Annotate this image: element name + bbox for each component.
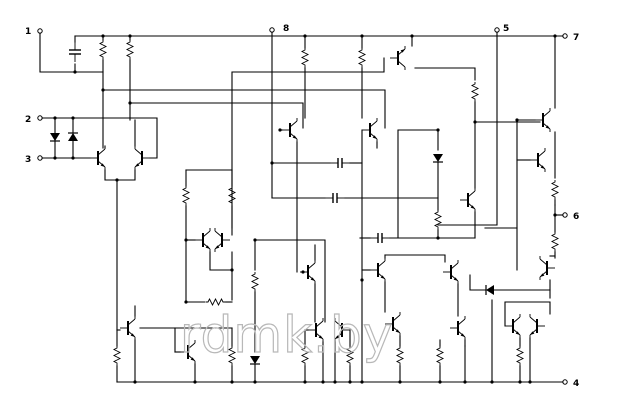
output-column <box>469 34 564 299</box>
input-diode-clamp <box>41 116 158 160</box>
pin-8-label: 8 <box>283 24 289 34</box>
pin-4: 4 <box>562 379 579 389</box>
bottom-output-stage <box>301 299 551 383</box>
pin-8: 8 <box>269 24 289 34</box>
pin-6: 6 <box>562 212 579 222</box>
pin-2: 2 <box>25 115 43 125</box>
pin-5-label: 5 <box>503 24 509 34</box>
input-pin1-network <box>39 32 104 74</box>
bias-lines <box>101 88 386 129</box>
input-bias-resistors <box>99 34 134 149</box>
lower-middle-stage <box>253 238 459 323</box>
lower-left-stage <box>113 169 261 383</box>
pin-7: 7 <box>562 33 579 43</box>
pin-7-label: 7 <box>573 33 579 43</box>
output-driver-top <box>231 31 541 236</box>
pin-2-label: 2 <box>25 115 31 125</box>
intermediate-stage <box>278 34 378 383</box>
pin-1: 1 <box>25 27 43 37</box>
pin-1-label: 1 <box>25 27 31 37</box>
pin-3-label: 3 <box>25 155 31 165</box>
pin-8-line <box>270 31 439 204</box>
pin-3: 3 <box>25 155 43 165</box>
input-differential-pair <box>89 119 151 331</box>
pin-6-label: 6 <box>573 212 579 222</box>
right-bias-string <box>359 128 476 244</box>
ground-junctions <box>133 380 532 384</box>
watermark: rdmk.by <box>180 306 393 364</box>
pin-4-label: 4 <box>573 379 579 389</box>
